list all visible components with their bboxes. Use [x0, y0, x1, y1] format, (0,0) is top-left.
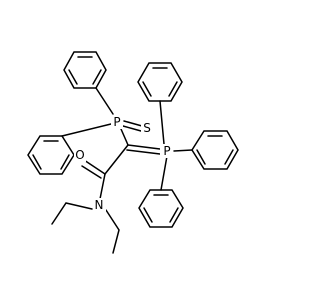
- bond-c-o-a: [83, 159, 106, 175]
- bond-p1-phenyl-top: [95, 87, 114, 115]
- bond-c-o-b: [81, 165, 102, 179]
- phenyl-ring-right: [191, 130, 239, 170]
- svg-text:N: N: [95, 198, 104, 212]
- bond-p1-phenyl-left: [61, 123, 112, 137]
- svg-text:P: P: [163, 144, 170, 158]
- atom-s: S: [141, 121, 153, 135]
- atom-o: O: [74, 148, 86, 162]
- bond-p2-phenyl-top: [159, 100, 165, 145]
- atom-n: N: [93, 198, 106, 212]
- svg-text:S: S: [143, 121, 151, 135]
- bond-ccentral-p2-b: [126, 149, 161, 155]
- bond-c-n: [99, 173, 106, 200]
- bond-p2-phenyl-right: [173, 149, 193, 152]
- bond-ccentral-p2-a: [127, 144, 161, 150]
- bond-p1-s-b: [122, 125, 142, 132]
- chemical-structure: P S P O N: [27, 51, 239, 254]
- atom-p1: P: [111, 115, 123, 129]
- bond-ccentral-ccarbonyl: [104, 144, 129, 175]
- ethyl-right: [105, 209, 120, 254]
- bond-p1-s-a: [123, 120, 143, 127]
- phenyl-ring-top-left: [63, 51, 107, 89]
- atom-p2: P: [160, 144, 173, 158]
- phenyl-ring-top-right: [137, 62, 183, 102]
- bond-p1-ccentral: [120, 128, 129, 146]
- svg-text:O: O: [75, 148, 84, 162]
- phenyl-ring-left: [27, 135, 75, 175]
- phenyl-ring-bottom-right: [138, 189, 184, 228]
- bond-p2-phenyl-bottom: [160, 155, 168, 191]
- ethyl-left: [51, 202, 93, 225]
- svg-text:P: P: [113, 115, 120, 129]
